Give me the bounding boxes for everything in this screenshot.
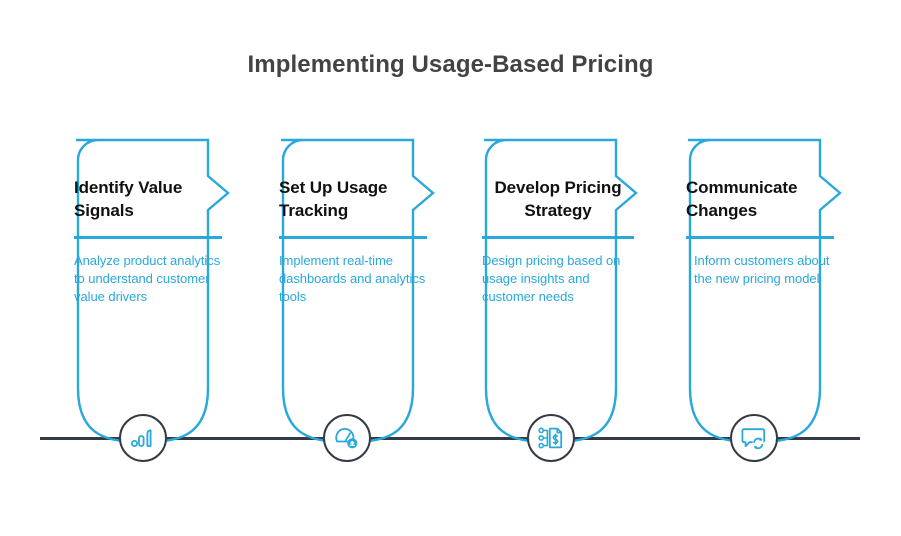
- step-description: Inform customers about the new pricing m…: [694, 253, 830, 286]
- step-card-content: Communicate Changes Inform customers abo…: [686, 176, 834, 288]
- step-divider: [279, 236, 427, 239]
- step-card-shape: [484, 138, 638, 444]
- step-divider: [686, 236, 834, 239]
- step-description: Analyze product analytics to understand …: [74, 253, 221, 304]
- step-divider: [74, 236, 222, 239]
- step-description: Implement real-time dashboards and analy…: [279, 253, 426, 304]
- step-title: Develop Pricing Strategy: [494, 178, 622, 220]
- timeline-step-2[interactable]: Set Up Usage Tracking Implement real-tim…: [261, 138, 435, 444]
- step-divider: [482, 236, 634, 239]
- speech-bubble-sync-icon: [741, 428, 766, 450]
- step-title: Communicate Changes: [686, 178, 798, 220]
- pricing-document-icon: [538, 427, 563, 449]
- timeline-node-3[interactable]: [527, 414, 575, 462]
- step-card-content: Develop Pricing Strategy Design pricing …: [482, 176, 634, 306]
- bar-chart-analytics-icon: [131, 429, 152, 447]
- step-card-shape: [281, 138, 435, 444]
- timeline-step-3[interactable]: Develop Pricing Strategy Design pricing …: [464, 138, 638, 444]
- timeline-axis: [40, 437, 860, 440]
- timeline-node-4[interactable]: [730, 414, 778, 462]
- timeline-node-1[interactable]: [119, 414, 167, 462]
- step-card-content: Set Up Usage Tracking Implement real-tim…: [279, 176, 427, 306]
- step-title: Set Up Usage Tracking: [279, 178, 388, 220]
- timeline-step-4[interactable]: Communicate Changes Inform customers abo…: [668, 138, 842, 444]
- step-card-shape: [688, 138, 842, 444]
- gauge-dashboard-icon: [335, 428, 358, 449]
- step-title: Identify Value Signals: [74, 178, 183, 220]
- timeline-step-1[interactable]: Identify Value Signals Analyze product a…: [56, 138, 230, 444]
- timeline-node-2[interactable]: [323, 414, 371, 462]
- step-description: Design pricing based on usage insights a…: [482, 253, 621, 304]
- step-card-content: Identify Value Signals Analyze product a…: [74, 176, 222, 306]
- step-card-shape: [76, 138, 230, 444]
- page-title: Implementing Usage-Based Pricing: [247, 51, 654, 78]
